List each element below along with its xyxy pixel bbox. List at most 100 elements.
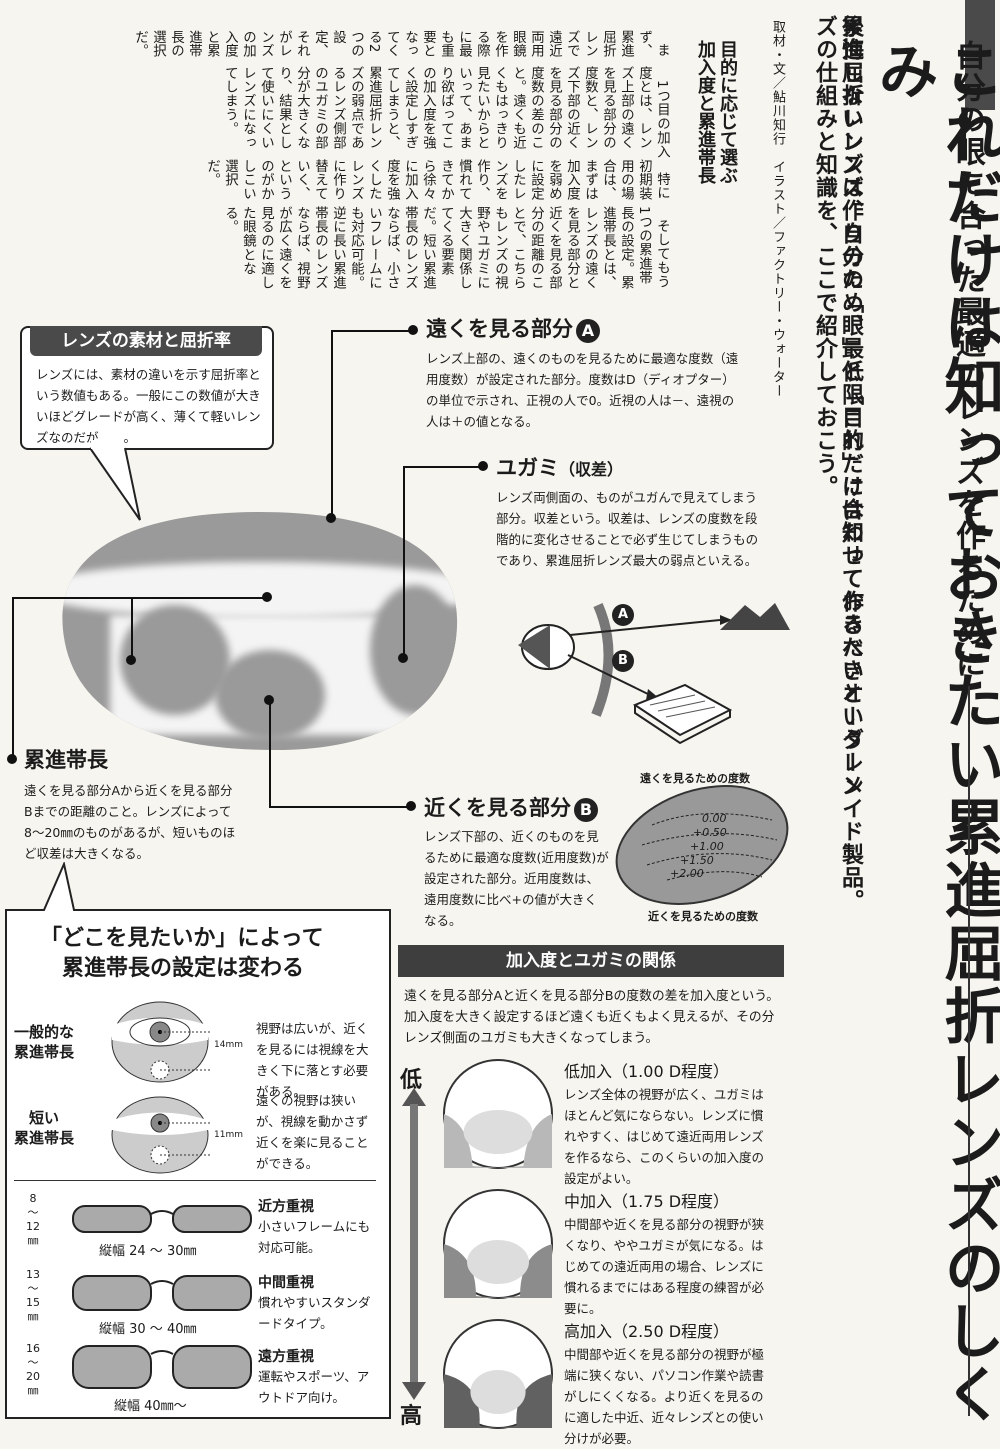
- material-title: レンズの素材と屈折率: [30, 326, 262, 356]
- near-leader-dot: [264, 695, 274, 705]
- distortion-title: ユガミ（収差）: [496, 452, 623, 482]
- frame-width: 縦幅 30 ～ 40㎜: [99, 1322, 197, 1337]
- distortion-title-text: ユガミ: [496, 456, 559, 480]
- near-leader-h: [269, 806, 409, 808]
- addition-title: 加入度とユガミの関係: [398, 945, 784, 977]
- eye-label-a: A: [612, 604, 634, 626]
- addition-level-circles: [443, 1059, 553, 1429]
- frame-width: 縦幅 24 ～ 30㎜: [99, 1244, 197, 1259]
- article-paragraph: 1つ目の加入度とは、レンズ上部の遠くを見る部分の度数と、レンズ下部の近くを見る部…: [222, 66, 669, 159]
- distortion-label-dot: [478, 461, 488, 471]
- frame-range-max: 12: [26, 1220, 40, 1233]
- near-text: レンズ下部の、近くのものを見るために最適な度数(近用度数)が設定された部分。近用…: [424, 829, 609, 928]
- frame-range: 13 ～ 15 ㎜: [26, 1268, 40, 1324]
- corridor-lens-short: [111, 1096, 210, 1174]
- power-map-bottom-label: 近くを見るための度数: [648, 910, 758, 923]
- level-text: レンズ全体の視野が広く、ユガミはほとんど気にならない。レンズに慣れやすく、はじめ…: [564, 1087, 765, 1186]
- corridor-lens-general: [111, 1001, 210, 1083]
- frame-text: 慣れやすいスタンダードタイプ。: [258, 1295, 371, 1331]
- distortion-leader-h: [403, 466, 483, 468]
- title-accent-bar: [965, 0, 995, 110]
- frame-range-unit: ㎜: [27, 1310, 39, 1323]
- corridor-box-title-1: 「どこを見たいか」によって: [40, 926, 324, 951]
- corridor-box-title-2: 累進帯長の設定は変わる: [62, 956, 305, 981]
- scale-arrow: [402, 1088, 426, 1400]
- addition-level-lens: [443, 1189, 553, 1299]
- corridor-row-label-2: 累進帯長: [14, 1129, 75, 1147]
- near-label-dot: [406, 801, 416, 811]
- corridor-label-dot: [7, 754, 17, 764]
- frame-text: 小さいフレームにも対応可能。: [258, 1219, 371, 1255]
- article-paragraph: まず、累進屈折レンズで遠近両用眼鏡を作る際に最も重要となってくる2つの設定、それ…: [132, 30, 669, 58]
- level-title: 高加入（2.50 D程度）: [564, 1322, 730, 1341]
- scale-low-label: 低: [400, 1068, 423, 1093]
- frame-width: 縦幅 40㎜～: [114, 1399, 187, 1414]
- far-label-dot: [408, 325, 418, 335]
- distortion-title-sub: （収差）: [559, 460, 624, 479]
- article-paragraph: 特に初期装用の場合は、まずは加入度を弱めに設定したレンズを作り、慣れてきてから徐…: [204, 158, 669, 201]
- page-title: これだけは知っておきたい累進屈折レンズのしくみ: [868, 40, 1000, 1426]
- scale-high-label: 高: [400, 1404, 423, 1429]
- far-leader-line-h: [331, 330, 411, 332]
- level-text: 中間部や近くを見る部分の視野が極端に狭くない、パソコン作業や読書がしにくくなる。…: [564, 1347, 765, 1446]
- power-value: +0.50: [693, 826, 727, 839]
- material-callout-pointer: [89, 440, 141, 521]
- near-leader-v: [269, 700, 271, 806]
- corridor-row-text: 遠くの視野は狭いが、視線を動かさず近くを楽に見ることができる。: [256, 1093, 369, 1171]
- kicker: 自分の眼に合った最適のレンズを作るために: [950, 40, 985, 680]
- article-paragraph: そしてもう1つの累進帯長の設定。累進帯長とは、レンズの遠くを見る部分と近くを見る…: [222, 206, 669, 290]
- power-map-top-label: 遠くを見るための度数: [640, 772, 750, 785]
- frame-range-sep: ～: [27, 1282, 39, 1295]
- addition-level-lens: [443, 1059, 553, 1169]
- frame-row: 13 ～ 15 ㎜ 縦幅 30 ～ 40㎜ 中間重視 慣れやすいスタンダードタイ…: [14, 1268, 384, 1338]
- corridor-divider: [14, 1180, 376, 1181]
- corridor-leader-v2: [131, 598, 133, 660]
- glasses-icon: [72, 1345, 252, 1389]
- article-subhead: 目的に応じて選ぶ加入度と累進帯長: [695, 40, 738, 184]
- frame-range-min: 8: [29, 1192, 37, 1205]
- frame-range-sep: ～: [27, 1206, 39, 1219]
- near-title-text: 近くを見る部分: [424, 796, 571, 820]
- far-leader-line-v: [331, 330, 333, 520]
- lens-diagram: [62, 512, 458, 750]
- level-title: 中加入（1.75 D程度）: [564, 1192, 730, 1211]
- frame-title: 近方重視: [258, 1199, 314, 1215]
- corridor-row-label: 一般的な 累進帯長: [14, 1022, 74, 1062]
- frame-text: 運転やスポーツ、アウトドア向け。: [258, 1369, 370, 1405]
- frame-range: 8 ～ 12 ㎜: [26, 1192, 40, 1248]
- power-value: +1.00: [690, 840, 724, 853]
- frame-title: 遠方重視: [258, 1349, 314, 1365]
- corridor-row-mm: 14mm: [214, 1040, 243, 1050]
- frame-range-unit: ㎜: [27, 1234, 39, 1247]
- title-rule: [968, 686, 970, 1416]
- corridor-row-mm: 11mm: [214, 1130, 243, 1140]
- near-badge: B: [574, 798, 598, 822]
- far-text: レンズ上部の、遠くのものを見るために最適な度数（遠用度数）が設定された部分。度数…: [426, 351, 739, 429]
- glasses-icon: [72, 1205, 252, 1233]
- lead-line-1: 累進屈折レンズは、自分の「眼」と「目的」に合わせて作るべきオーダーメイド製品。: [838, 15, 863, 912]
- frame-range-min: 13: [26, 1268, 40, 1281]
- frame-range: 16 ～ 20 ㎜: [26, 1342, 40, 1398]
- corridor-row-label-1: 一般的な: [14, 1023, 75, 1041]
- level-title: 低加入（1.00 D程度）: [564, 1062, 730, 1081]
- addition-intro: 遠くを見る部分Aと近くを見る部分Bの度数の差を加入度という。加入度を大きく設定す…: [404, 989, 780, 1046]
- corridor-row-text: 視野は広いが、近くを見るには視線を大きく下に落とす必要がある。: [256, 1021, 369, 1099]
- level-text: 中間部や近くを見る部分の視野が狭くなり、ややユガミが気になる。はじめての遠近両用…: [564, 1217, 765, 1316]
- far-badge: A: [576, 319, 600, 343]
- lead-line-2: 後悔しないレンズ作りのため、最低限これだけは知っておきたいというレンズの仕組みと…: [812, 15, 863, 797]
- frame-range-max: 20: [26, 1370, 40, 1383]
- corridor-text: 遠くを見る部分Aから近くを見る部分Bまでの距離のこと。レンズによって8～20㎜の…: [24, 783, 236, 861]
- far-title-text: 遠くを見る部分: [426, 317, 573, 341]
- corridor-leader-h: [12, 597, 268, 599]
- corridor-row-label-1: 短い: [29, 1109, 60, 1127]
- corridor-leader-dot: [262, 592, 272, 602]
- power-map: [615, 785, 789, 905]
- power-value: 0.00: [702, 812, 727, 825]
- distortion-leader-v: [403, 466, 405, 658]
- glasses-icon: [72, 1275, 252, 1311]
- corridor-leader-dot2: [126, 655, 136, 665]
- article-body: まず、累進屈折レンズで遠近両用眼鏡を作る際に最も重要となってくる2つの設定、それ…: [10, 30, 670, 295]
- frame-row: 8 ～ 12 ㎜ 縦幅 24 ～ 30㎜ 近方重視 小さいフレームにも対応可能。: [14, 1192, 384, 1262]
- corridor-row-label-2: 累進帯長: [14, 1043, 75, 1061]
